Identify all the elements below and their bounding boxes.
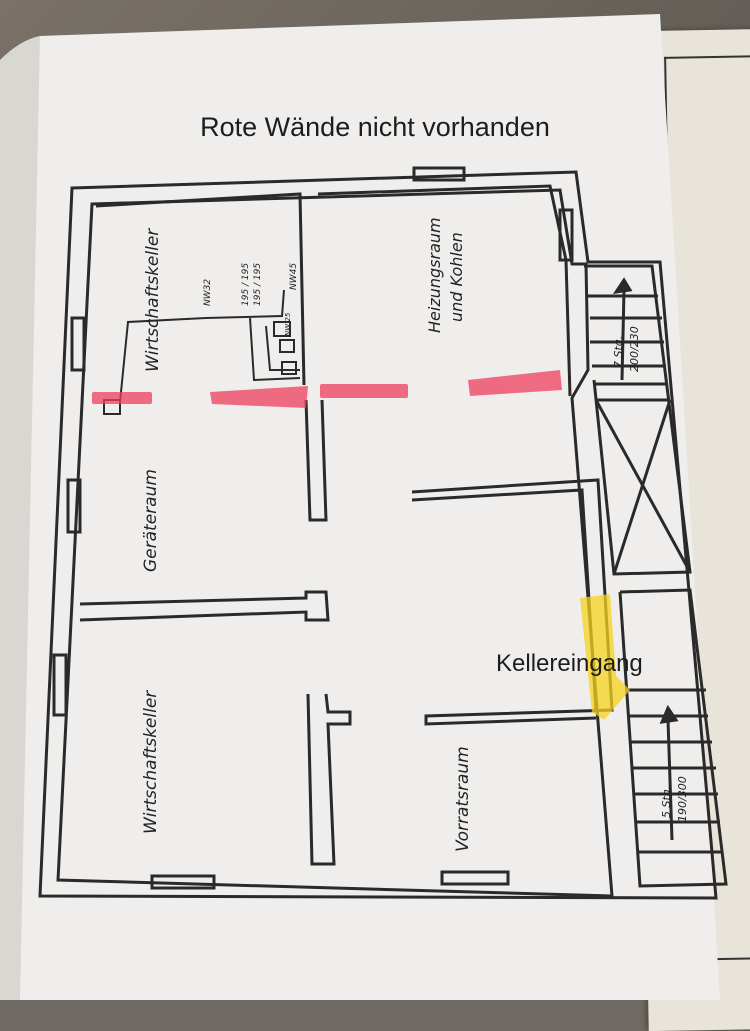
- stair-arrow: [666, 719, 674, 841]
- red-highlights: [92, 370, 562, 408]
- label-pipe-1: 195 / 195: [241, 263, 251, 306]
- label-nw32: NW32: [203, 279, 213, 306]
- outer-wall-inner: [56, 188, 614, 898]
- window-bottom-right: [440, 870, 510, 886]
- label-nw45: NW45: [289, 263, 299, 290]
- plumbing-labels: NW32 195 / 195 195 / 195 NW45 NW 25: [203, 263, 299, 336]
- wall-heating-room: [317, 184, 572, 397]
- floor-plan-paper: Wirtschaftskeller Heizungsraum und Kohle…: [0, 14, 728, 1000]
- paper-sheet: [0, 14, 720, 1000]
- window-top: [412, 166, 466, 182]
- stair-arrow-head: [612, 277, 633, 294]
- yellow-entrance-highlight: [580, 594, 630, 720]
- window-left-upper: [70, 316, 86, 372]
- room-label-vorratsraum: Vorratsraum: [453, 746, 473, 852]
- wall-mid-horizontal: [79, 590, 330, 622]
- wall-lower-split: [306, 693, 352, 866]
- wall-upper-left-room: [95, 192, 306, 386]
- red-wall-center-left: [210, 386, 308, 408]
- stair-lower-outline: [618, 588, 728, 888]
- wall-center-post: [304, 399, 328, 522]
- window-left-mid: [66, 478, 82, 534]
- stair-diagonal: [612, 399, 672, 575]
- label-pipe-2: 195 / 195: [253, 263, 263, 306]
- wall-corridor: [411, 478, 614, 726]
- room-label-heizungsraum: Heizungsraum: [425, 217, 444, 333]
- stair-upper-size: 200/230: [628, 326, 641, 372]
- label-nw25: NW 25: [284, 312, 292, 336]
- stair-labels: 7 Stg. 200/230 5 Stg. 190/300: [612, 326, 689, 822]
- plumbing-lines: [103, 289, 301, 415]
- annotation-entrance-label: Kellereingang: [496, 650, 643, 677]
- window-bottom-left: [150, 874, 216, 890]
- stair-lower-steps: 5 Stg.: [660, 786, 673, 818]
- room-label-geraeteraum: Geräteraum: [141, 469, 161, 572]
- room-label-wirtschaftskeller-bottom: Wirtschaftskeller: [141, 690, 161, 834]
- red-wall-center-right: [320, 384, 408, 398]
- room-labels: Wirtschaftskeller Heizungsraum und Kohle…: [141, 217, 473, 852]
- stair-arrow: [620, 289, 626, 381]
- outer-wall-outer: [38, 170, 718, 900]
- paper-left-curl: [0, 36, 40, 1000]
- window-left-lower: [52, 653, 68, 717]
- stair-upper-steps: 7 Stg.: [612, 336, 625, 368]
- window-right-upper: [558, 208, 574, 262]
- annotation-title: Rote Wände nicht vorhanden: [200, 112, 550, 142]
- room-label-heizungsraum-2: und Kohlen: [447, 232, 466, 322]
- red-wall-right: [468, 370, 562, 396]
- stair-arrow-head: [659, 704, 679, 724]
- stair-lower-size: 190/300: [676, 776, 689, 822]
- red-wall-left: [92, 392, 152, 404]
- room-label-wirtschaftskeller-top: Wirtschaftskeller: [143, 228, 163, 372]
